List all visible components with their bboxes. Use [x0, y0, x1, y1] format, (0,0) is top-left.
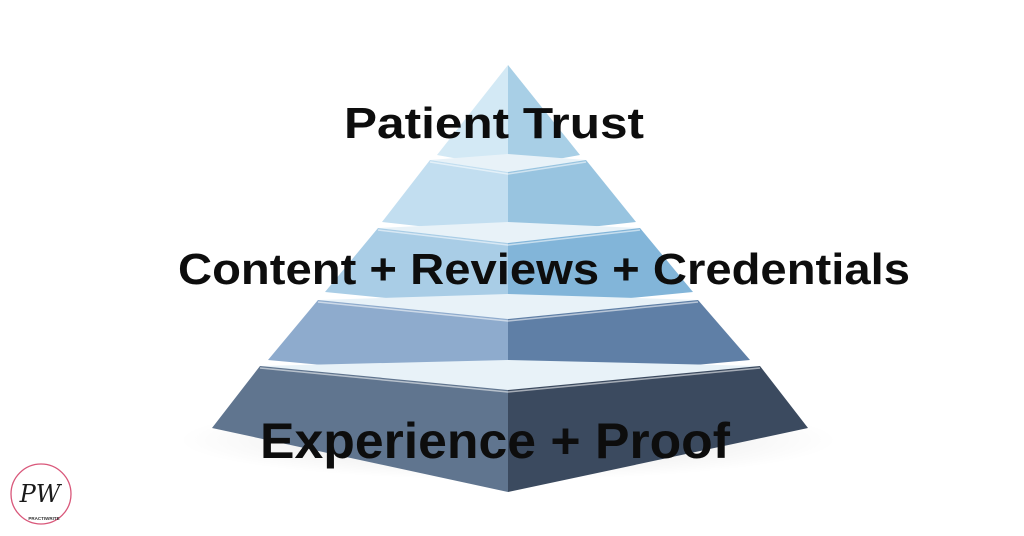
tier-2-left-face [382, 160, 508, 236]
tier-3-highlight [377, 229, 641, 246]
tier-4-ledge [318, 294, 698, 319]
tier-5-highlight [259, 367, 761, 393]
tier-3-left-face [325, 228, 508, 310]
tier-1-right-face [508, 65, 580, 168]
tier-2-ledge [430, 154, 586, 172]
pyramid-tiers [212, 65, 808, 492]
logo-initials: PW [19, 480, 63, 508]
label-top: Patient Trust [344, 99, 644, 148]
tier-5-left-face [212, 366, 508, 492]
label-bottom: Experience + Proof [260, 413, 730, 469]
tier-3-right-face [508, 228, 693, 310]
tier-1-left-face [437, 65, 508, 168]
tier-2-highlight [429, 161, 587, 175]
tier-2-right-face [508, 160, 636, 236]
logo-ring [10, 463, 72, 525]
tier-5-right-face [508, 366, 808, 492]
practiwrite-logo: PW PRACTIWRITE [10, 463, 72, 525]
tier-5-ledge [260, 360, 760, 390]
label-middle: Content + Reviews + Credentials [178, 245, 910, 294]
tier-4-highlight [317, 301, 699, 322]
tier-3-ledge [378, 222, 640, 243]
logo-brand: PRACTIWRITE [28, 516, 59, 521]
